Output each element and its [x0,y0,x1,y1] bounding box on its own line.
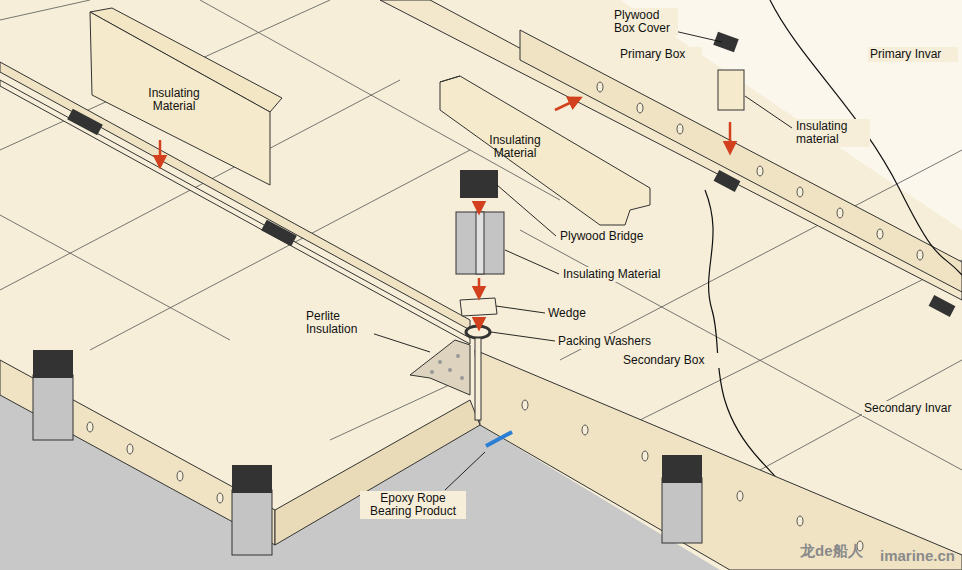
part-label: Insulating Material [474,133,556,161]
part-label: Plywood Box Cover [612,8,678,36]
part-label: Primary Box [618,47,702,62]
part-label: Secondary Invar [862,401,958,416]
watermark: 龙de船人 [798,543,882,558]
part-label: Packing Washers [556,334,680,349]
part-label: Epoxy Rope Bearing Product [360,491,466,519]
part-label: Insulating Material [133,86,215,114]
part-label: Wedge [546,306,610,321]
part-label: Insulating material [794,119,870,147]
part-label: Plywood Bridge [558,229,662,244]
part-label: Primary Invar [868,47,958,62]
part-label: Insulating Material [561,267,695,282]
part-label: Secondary Box [621,353,725,368]
part-label: Perlite Insulation [304,309,374,337]
watermark: imarine.cn [878,548,958,563]
